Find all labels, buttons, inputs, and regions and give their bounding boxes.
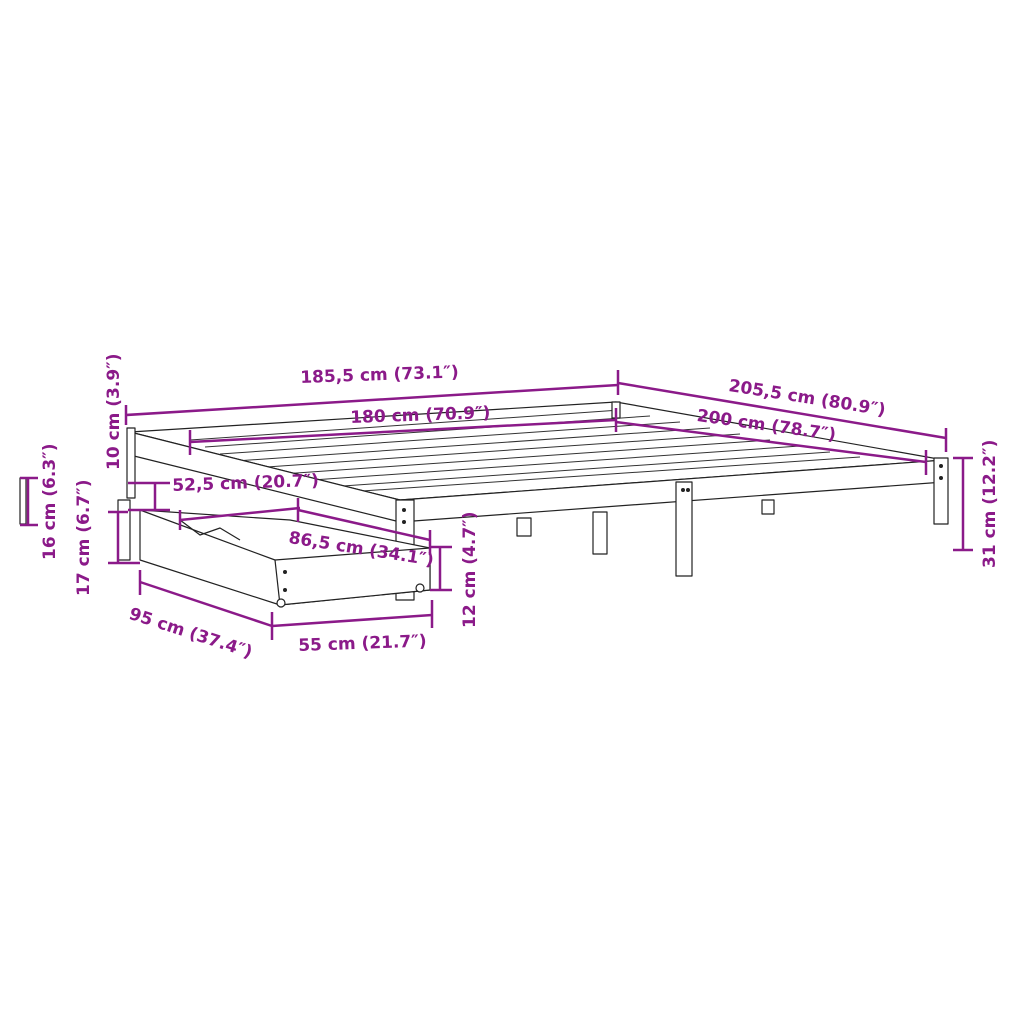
rear-leg: [592, 511, 608, 555]
head-post: [126, 427, 136, 499]
drawer-wheel: [276, 598, 286, 608]
inner-width-label: 180 cm (70.9″): [349, 403, 491, 428]
under-bed-clearance-label: 12 cm (4.7″): [460, 511, 480, 628]
center-support: [516, 517, 532, 537]
drawer-height-outer-label: 17 cm (6.7″): [74, 479, 94, 596]
overall-height-label: 31 cm (12.2″): [980, 439, 1000, 568]
middle-leg: [675, 481, 693, 577]
drawer-height-inner-label: 16 cm (6.3″): [40, 443, 60, 560]
drawer-handle-cutout: [179, 519, 241, 541]
drawer-divider-panel: [19, 477, 27, 525]
headboard-top-label: 10 cm (3.9″): [104, 353, 124, 470]
front-right-leg: [933, 457, 949, 525]
drawer-width-label: 55 cm (21.7″): [297, 631, 427, 656]
drawer-wheel: [415, 583, 425, 593]
rear-support: [761, 499, 775, 515]
